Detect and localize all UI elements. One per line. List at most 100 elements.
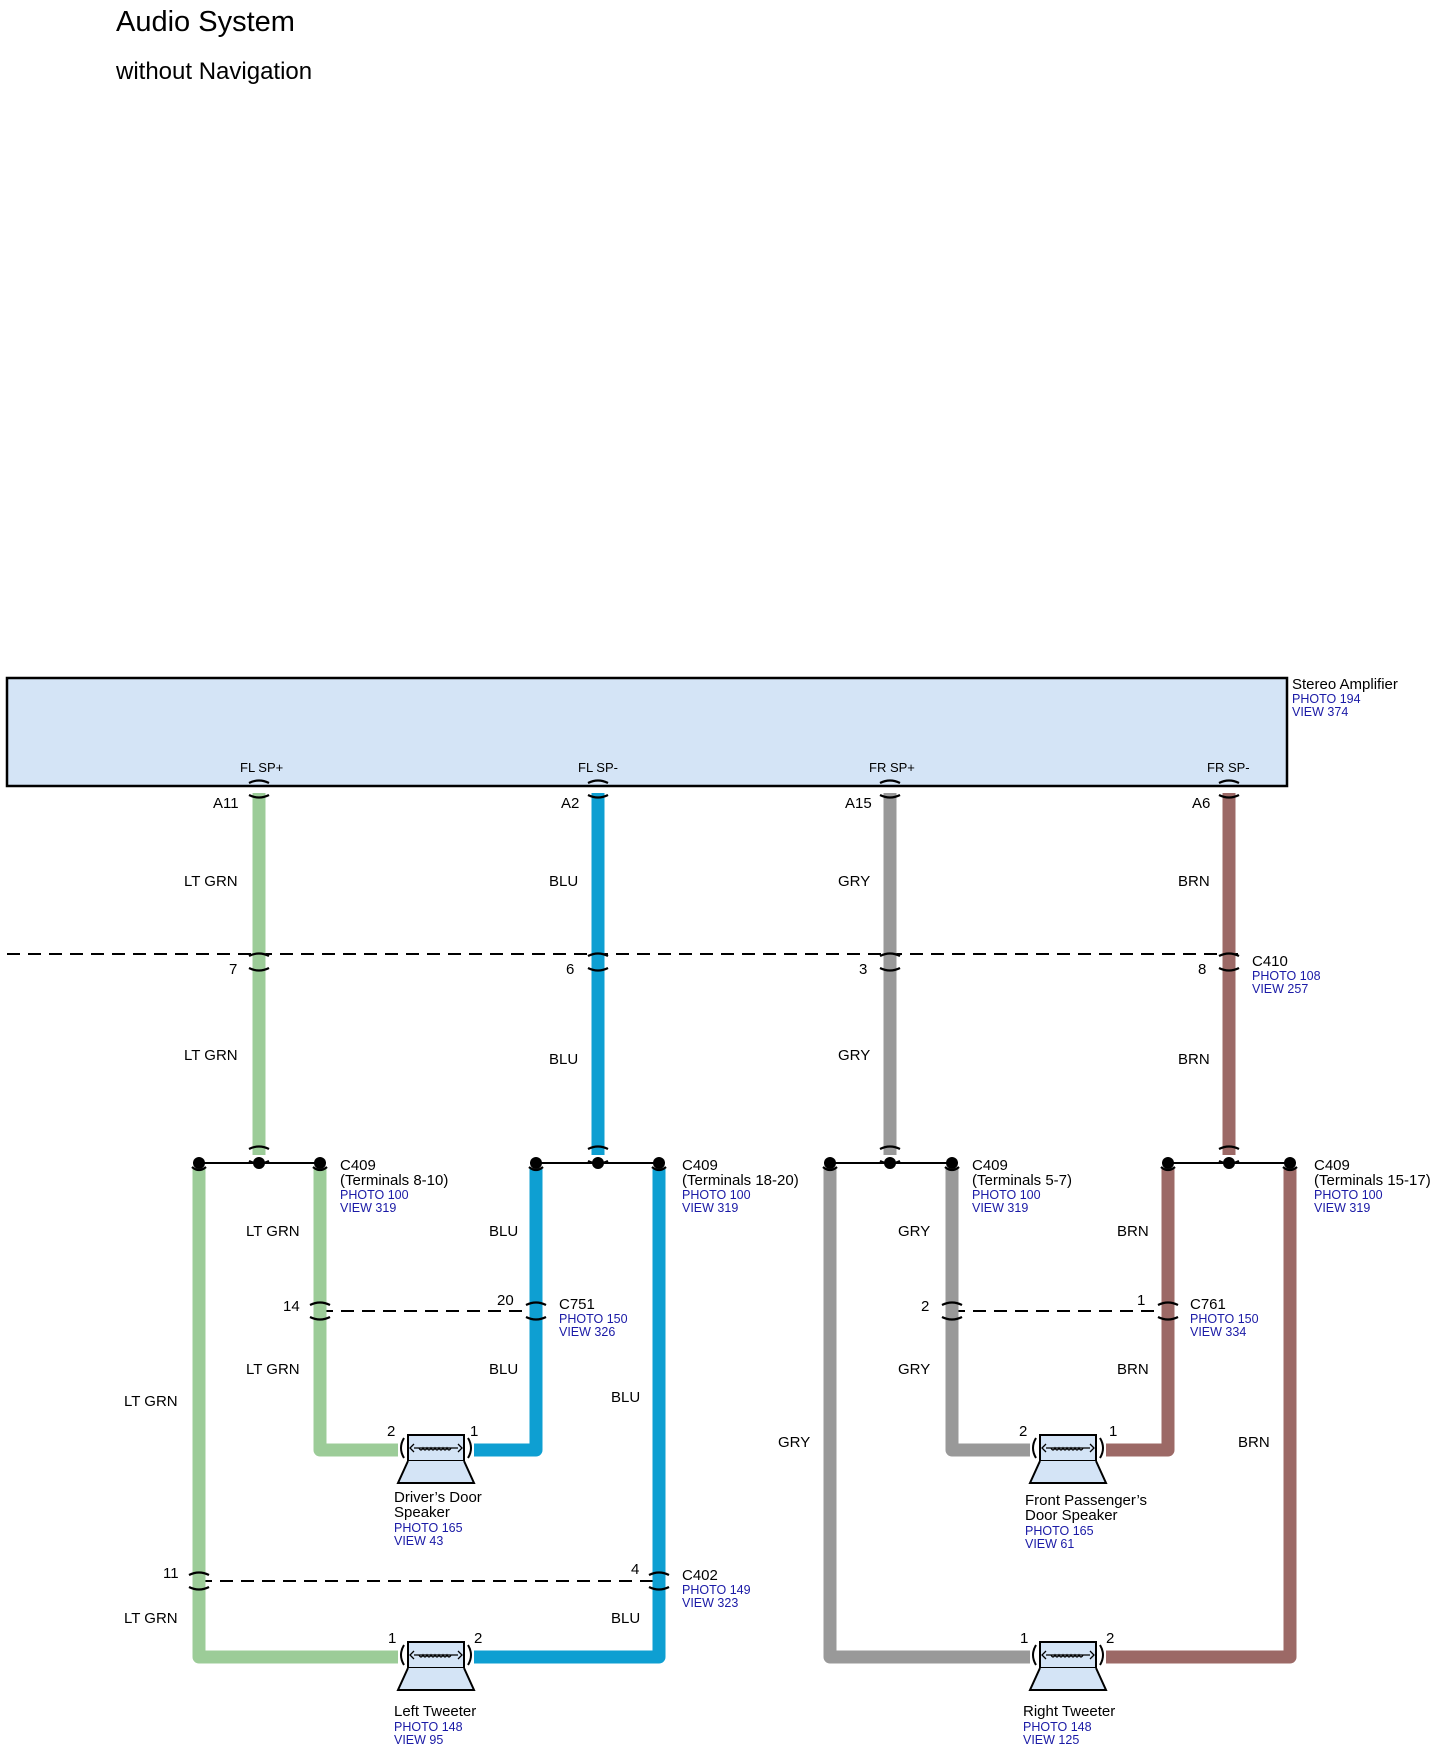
splice-4-photo-ref[interactable]: PHOTO 100 bbox=[1314, 1188, 1383, 1202]
splice-dot bbox=[1284, 1157, 1296, 1169]
wire-blu-left-tweeter[interactable] bbox=[474, 1169, 666, 1664]
terminal-signal-fr-sp-plus: FR SP+ bbox=[869, 760, 915, 775]
left-tweeter-photo-ref[interactable]: PHOTO 148 bbox=[394, 1720, 463, 1734]
c402-pin-11: 11 bbox=[163, 1565, 179, 1582]
drivers-door-label-1: Driver’s Door bbox=[394, 1489, 482, 1506]
wire-label-gry: GRY bbox=[898, 1223, 930, 1240]
wire-label-blu: BLU bbox=[549, 1051, 578, 1068]
splice-4-name: C409 bbox=[1314, 1157, 1350, 1174]
wire-brn-right-tweeter[interactable] bbox=[1106, 1169, 1297, 1664]
splice-3-photo-ref[interactable]: PHOTO 100 bbox=[972, 1188, 1041, 1202]
wire-label-brn: BRN bbox=[1178, 873, 1210, 890]
wire-label-brn: BRN bbox=[1238, 1434, 1270, 1451]
wire-blu-drivers-door[interactable] bbox=[474, 1169, 543, 1457]
terminal-signal-fl-sp-plus: FL SP+ bbox=[240, 760, 283, 775]
wire-label-lt-grn: LT GRN bbox=[124, 1610, 178, 1627]
splice-3-terminals: (Terminals 5-7) bbox=[972, 1172, 1072, 1189]
splice-2-name: C409 bbox=[682, 1157, 718, 1174]
left-tweeter-icon[interactable] bbox=[397, 1641, 475, 1691]
wire-lt-grn-left-tweeter[interactable] bbox=[192, 1169, 398, 1664]
splice-1-view-ref[interactable]: VIEW 319 bbox=[340, 1201, 396, 1215]
terminal-signal-fr-sp-minus: FR SP- bbox=[1207, 760, 1250, 775]
stereo-amplifier-box[interactable] bbox=[5, 676, 1289, 788]
splice-dot bbox=[1162, 1157, 1174, 1169]
splice-4-view-ref[interactable]: VIEW 319 bbox=[1314, 1201, 1370, 1215]
passenger-door-label-2: Door Speaker bbox=[1025, 1507, 1118, 1524]
wire-label-blu: BLU bbox=[489, 1361, 518, 1378]
pin-a6: A6 bbox=[1192, 795, 1210, 812]
c402-photo-ref[interactable]: PHOTO 149 bbox=[682, 1583, 751, 1597]
c761-photo-ref[interactable]: PHOTO 150 bbox=[1190, 1312, 1259, 1326]
amplifier-name: Stereo Amplifier bbox=[1292, 676, 1398, 693]
right-tweeter-photo-ref[interactable]: PHOTO 148 bbox=[1023, 1720, 1092, 1734]
c402-view-ref[interactable]: VIEW 323 bbox=[682, 1596, 738, 1610]
wire-lt-grn-drivers-door[interactable] bbox=[313, 1169, 398, 1457]
splice-1-terminals: (Terminals 8-10) bbox=[340, 1172, 448, 1189]
splice-1-photo-ref[interactable]: PHOTO 100 bbox=[340, 1188, 409, 1202]
wire-label-lt-grn: LT GRN bbox=[184, 873, 238, 890]
wire-label-gry: GRY bbox=[898, 1361, 930, 1378]
c410-pin-8: 8 bbox=[1198, 961, 1206, 978]
drivers-door-photo-ref[interactable]: PHOTO 165 bbox=[394, 1521, 463, 1535]
drivers-door-pin-right: 1 bbox=[470, 1423, 478, 1440]
passenger-door-speaker-icon[interactable] bbox=[1029, 1434, 1107, 1484]
c410-pin-7: 7 bbox=[229, 961, 237, 978]
c410-name: C410 bbox=[1252, 953, 1288, 970]
page-subtitle: without Navigation bbox=[116, 58, 313, 85]
pin-a11: A11 bbox=[213, 795, 239, 812]
passenger-door-pin-right: 1 bbox=[1109, 1423, 1117, 1440]
c402-name: C402 bbox=[682, 1567, 718, 1584]
wire-label-lt-grn: LT GRN bbox=[184, 1047, 238, 1064]
drivers-door-view-ref[interactable]: VIEW 43 bbox=[394, 1534, 443, 1548]
right-tweeter-pin-right: 2 bbox=[1106, 1630, 1114, 1647]
right-tweeter-view-ref[interactable]: VIEW 125 bbox=[1023, 1733, 1079, 1747]
c751-view-ref[interactable]: VIEW 326 bbox=[559, 1325, 615, 1339]
wire-brn-passenger-door[interactable] bbox=[1106, 1169, 1175, 1457]
splice-dot bbox=[193, 1157, 205, 1169]
c410-view-ref[interactable]: VIEW 257 bbox=[1252, 982, 1308, 996]
wire-label-brn: BRN bbox=[1117, 1361, 1149, 1378]
splice-2-photo-ref[interactable]: PHOTO 100 bbox=[682, 1188, 751, 1202]
c410-pin-6: 6 bbox=[566, 961, 574, 978]
c761-view-ref[interactable]: VIEW 334 bbox=[1190, 1325, 1246, 1339]
wire-label-blu: BLU bbox=[489, 1223, 518, 1240]
c751-name: C751 bbox=[559, 1296, 595, 1313]
amplifier-view-ref[interactable]: VIEW 374 bbox=[1292, 705, 1348, 719]
left-tweeter-label: Left Tweeter bbox=[394, 1703, 476, 1720]
splice-2-terminals: (Terminals 18-20) bbox=[682, 1172, 799, 1189]
right-tweeter-icon[interactable] bbox=[1029, 1641, 1107, 1691]
splice-dot bbox=[824, 1157, 836, 1169]
wire-gry-passenger-door[interactable] bbox=[945, 1169, 1030, 1457]
c410-photo-ref[interactable]: PHOTO 108 bbox=[1252, 969, 1321, 983]
left-tweeter-pin-right: 2 bbox=[474, 1630, 482, 1647]
splice-3-view-ref[interactable]: VIEW 319 bbox=[972, 1201, 1028, 1215]
pin-a15: A15 bbox=[845, 795, 872, 812]
wire-gry-right-tweeter[interactable] bbox=[823, 1169, 1030, 1664]
drivers-door-pin-left: 2 bbox=[387, 1423, 395, 1440]
left-tweeter-view-ref[interactable]: VIEW 95 bbox=[394, 1733, 443, 1747]
wire-label-gry: GRY bbox=[778, 1434, 810, 1451]
wire-label-gry: GRY bbox=[838, 873, 870, 890]
amplifier-photo-ref[interactable]: PHOTO 194 bbox=[1292, 692, 1361, 706]
splice-dot bbox=[314, 1157, 326, 1169]
passenger-door-view-ref[interactable]: VIEW 61 bbox=[1025, 1537, 1074, 1551]
c402-pin-4: 4 bbox=[631, 1561, 639, 1578]
right-tweeter-label: Right Tweeter bbox=[1023, 1703, 1115, 1720]
drivers-door-label-2: Speaker bbox=[394, 1504, 450, 1521]
passenger-door-photo-ref[interactable]: PHOTO 165 bbox=[1025, 1524, 1094, 1538]
right-tweeter-pin-left: 1 bbox=[1020, 1630, 1028, 1647]
wire-label-blu: BLU bbox=[611, 1389, 640, 1406]
c761-name: C761 bbox=[1190, 1296, 1226, 1313]
c751-pin-14: 14 bbox=[283, 1298, 300, 1315]
splice-2-view-ref[interactable]: VIEW 319 bbox=[682, 1201, 738, 1215]
splice-4-terminals: (Terminals 15-17) bbox=[1314, 1172, 1431, 1189]
wire-label-blu: BLU bbox=[549, 873, 578, 890]
c751-photo-ref[interactable]: PHOTO 150 bbox=[559, 1312, 628, 1326]
splice-3-name: C409 bbox=[972, 1157, 1008, 1174]
wire-label-blu: BLU bbox=[611, 1610, 640, 1627]
drivers-door-speaker-icon[interactable] bbox=[397, 1434, 475, 1484]
c751-pin-20: 20 bbox=[497, 1292, 514, 1309]
passenger-door-pin-left: 2 bbox=[1019, 1423, 1027, 1440]
wire-label-lt-grn: LT GRN bbox=[246, 1361, 300, 1378]
